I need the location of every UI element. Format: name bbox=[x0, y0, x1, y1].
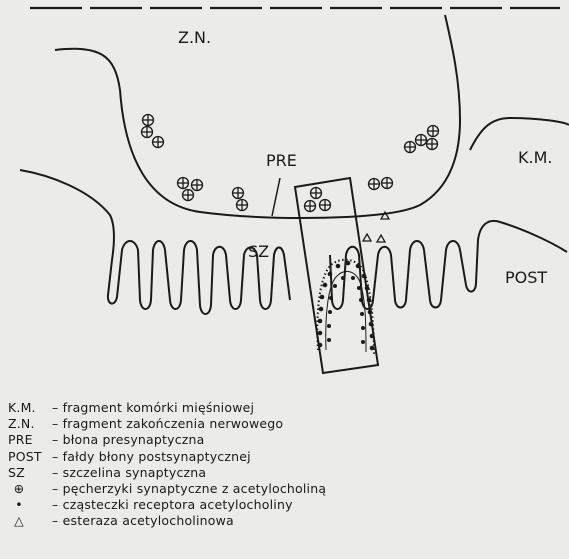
legend-row: • – cząsteczki receptora acetylocholiny bbox=[8, 497, 563, 513]
legend-row: K.M.– fragment komórki mięśniowej bbox=[8, 400, 563, 416]
label-pre: PRE bbox=[266, 151, 297, 170]
legend-row: PRE– błona presynaptyczna bbox=[8, 432, 563, 448]
vesicle-icon: ⊕ bbox=[8, 481, 30, 497]
legend-row: ⊕ – pęcherzyki synaptyczne z acetylocholi… bbox=[8, 481, 563, 497]
legend-desc: – pęcherzyki synaptyczne z acetylocholin… bbox=[52, 481, 326, 497]
label-km: K.M. bbox=[518, 148, 552, 167]
legend-row: △ – esteraza acetylocholinowa bbox=[8, 513, 563, 529]
muscle-surface-outline bbox=[20, 170, 567, 314]
legend-key: K.M. bbox=[8, 400, 52, 416]
muscle-cell-outline bbox=[470, 118, 569, 150]
legend-desc: – cząsteczki receptora acetylocholiny bbox=[52, 497, 293, 513]
nerve-terminal-outline bbox=[55, 15, 460, 218]
legend-desc: – szczelina synaptyczna bbox=[52, 465, 206, 481]
dot-icon: • bbox=[8, 497, 30, 513]
legend-row: POST– fałdy błony postsynaptycznej bbox=[8, 449, 563, 465]
label-sz: SZ bbox=[248, 242, 269, 261]
legend-key: SZ bbox=[8, 465, 52, 481]
legend-row: SZ– szczelina synaptyczna bbox=[8, 465, 563, 481]
legend-desc: – błona presynaptyczna bbox=[52, 432, 205, 448]
legend-key: PRE bbox=[8, 432, 52, 448]
legend-desc: – fałdy błony postsynaptycznej bbox=[52, 449, 251, 465]
legend-row: Z.N.– fragment zakończenia nerwowego bbox=[8, 416, 563, 432]
pre-pointer bbox=[272, 178, 280, 216]
label-zn: Z.N. bbox=[178, 28, 211, 47]
legend-key: Z.N. bbox=[8, 416, 52, 432]
synapse-diagram: Z.N. K.M. PRE SZ POST bbox=[0, 0, 569, 395]
legend-desc: – fragment komórki mięśniowej bbox=[52, 400, 254, 416]
label-post: POST bbox=[505, 268, 547, 287]
legend-desc: – esteraza acetylocholinowa bbox=[52, 513, 234, 529]
legend-desc: – fragment zakończenia nerwowego bbox=[52, 416, 283, 432]
legend-key: POST bbox=[8, 449, 52, 465]
triangle-icon: △ bbox=[8, 513, 30, 529]
legend: K.M.– fragment komórki mięśniowej Z.N.– … bbox=[8, 400, 563, 530]
